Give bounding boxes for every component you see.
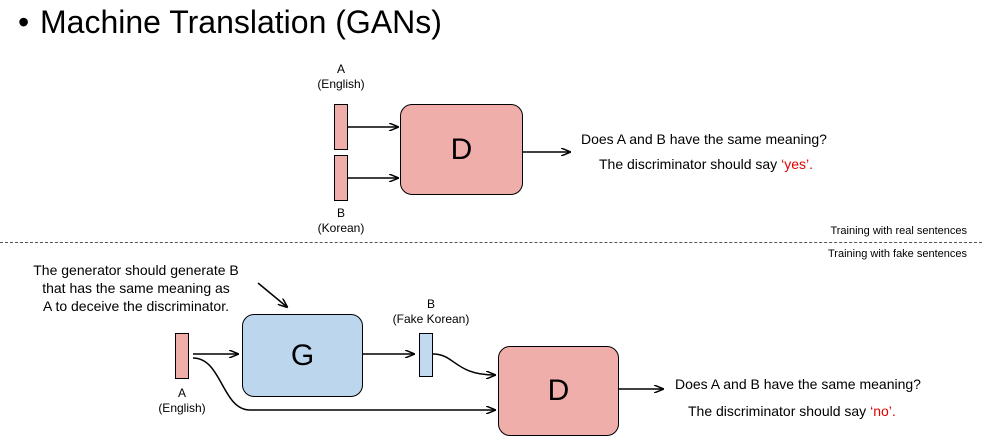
- generator-box: G: [242, 314, 363, 397]
- bottom-b-letter: B: [426, 297, 435, 311]
- bottom-a-letter: A: [177, 386, 186, 400]
- real-sentences-label: Training with real sentences: [830, 225, 967, 237]
- bottom-b-label: B (Fake Korean): [381, 297, 481, 327]
- arrow-b-to-d-bottom: [432, 353, 495, 375]
- generator-note: The generator should generate B that has…: [6, 261, 266, 315]
- slide-title: • Machine Translation (GANs): [18, 2, 442, 42]
- bottom-b-vector: [419, 333, 433, 377]
- generator-note-line-2: that has the same meaning as: [42, 280, 230, 296]
- top-b-letter: B: [336, 206, 345, 220]
- fake-sentences-label: Training with fake sentences: [828, 248, 967, 260]
- generator-note-line-1: The generator should generate B: [33, 262, 239, 278]
- top-answer-prefix: The discriminator should say: [599, 156, 782, 172]
- slide-title-text: Machine Translation (GANs): [40, 4, 442, 40]
- bottom-answer-value: ‘no’.: [870, 403, 896, 419]
- bottom-a-vector: [175, 333, 189, 379]
- arrow-a-to-d-bottom: [192, 357, 495, 410]
- top-b-vector: [334, 155, 348, 201]
- bullet-icon: •: [18, 4, 30, 40]
- generator-note-line-3: A to deceive the discriminator.: [43, 298, 229, 314]
- top-b-label: B (Korean): [306, 206, 376, 236]
- top-a-letter: A: [336, 62, 345, 76]
- section-divider: [0, 242, 982, 243]
- bottom-discriminator-label: D: [547, 374, 570, 407]
- bottom-discriminator-box: D: [498, 346, 619, 436]
- top-a-label: A (English): [311, 62, 371, 92]
- bottom-answer: The discriminator should say ‘no’.: [688, 402, 896, 420]
- top-b-language: (Korean): [317, 221, 365, 235]
- bottom-a-label: A (English): [152, 386, 212, 416]
- top-question: Does A and B have the same meaning?: [581, 131, 827, 147]
- top-a-vector: [334, 104, 348, 150]
- top-answer: The discriminator should say ‘yes’.: [599, 155, 813, 173]
- bottom-b-language: (Fake Korean): [392, 312, 470, 326]
- bottom-a-language: (English): [158, 401, 206, 415]
- generator-label: G: [290, 338, 315, 372]
- bottom-answer-prefix: The discriminator should say: [688, 403, 871, 419]
- top-a-language: (English): [317, 77, 365, 91]
- note-pointer-arrow: [257, 282, 287, 307]
- top-discriminator-label: D: [450, 132, 473, 166]
- top-discriminator-box: D: [400, 104, 523, 195]
- top-answer-value: ‘yes’.: [781, 156, 813, 172]
- bottom-question: Does A and B have the same meaning?: [675, 376, 921, 392]
